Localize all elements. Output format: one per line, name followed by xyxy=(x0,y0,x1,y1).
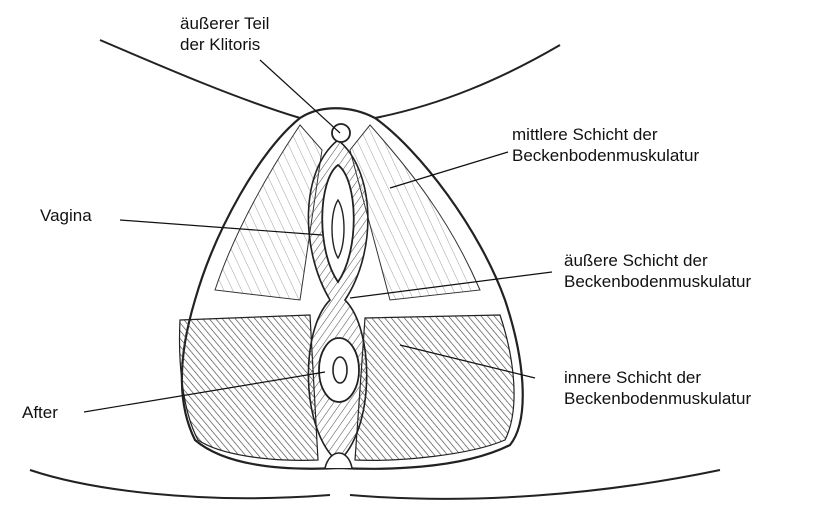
label-aeussere-schicht: äußere Schicht der Beckenbodenmuskulatur xyxy=(564,250,751,292)
buttock-outline-left xyxy=(30,470,330,498)
inner-layer-left xyxy=(180,315,318,460)
label-aeussere-line2: Beckenbodenmuskulatur xyxy=(564,271,751,292)
label-vagina-line1: Vagina xyxy=(40,205,92,226)
label-klitoris-line1: äußerer Teil xyxy=(180,13,269,34)
label-klitoris: äußerer Teil der Klitoris xyxy=(180,13,269,55)
label-mittlere-line1: mittlere Schicht der xyxy=(512,124,699,145)
label-vagina: Vagina xyxy=(40,205,92,226)
label-after-line1: After xyxy=(22,402,58,423)
inner-layer-right xyxy=(355,315,514,460)
buttock-outline-right xyxy=(350,470,720,499)
label-innere-line2: Beckenbodenmuskulatur xyxy=(564,388,751,409)
label-klitoris-line2: der Klitoris xyxy=(180,34,269,55)
thigh-outline-right xyxy=(375,45,560,118)
clitoris-shape xyxy=(332,124,350,142)
label-aeussere-line1: äußere Schicht der xyxy=(564,250,751,271)
label-mittlere-line2: Beckenbodenmuskulatur xyxy=(512,145,699,166)
label-innere-schicht: innere Schicht der Beckenbodenmuskulatur xyxy=(564,367,751,409)
label-innere-line1: innere Schicht der xyxy=(564,367,751,388)
label-after: After xyxy=(22,402,58,423)
label-mittlere-schicht: mittlere Schicht der Beckenbodenmuskulat… xyxy=(512,124,699,166)
